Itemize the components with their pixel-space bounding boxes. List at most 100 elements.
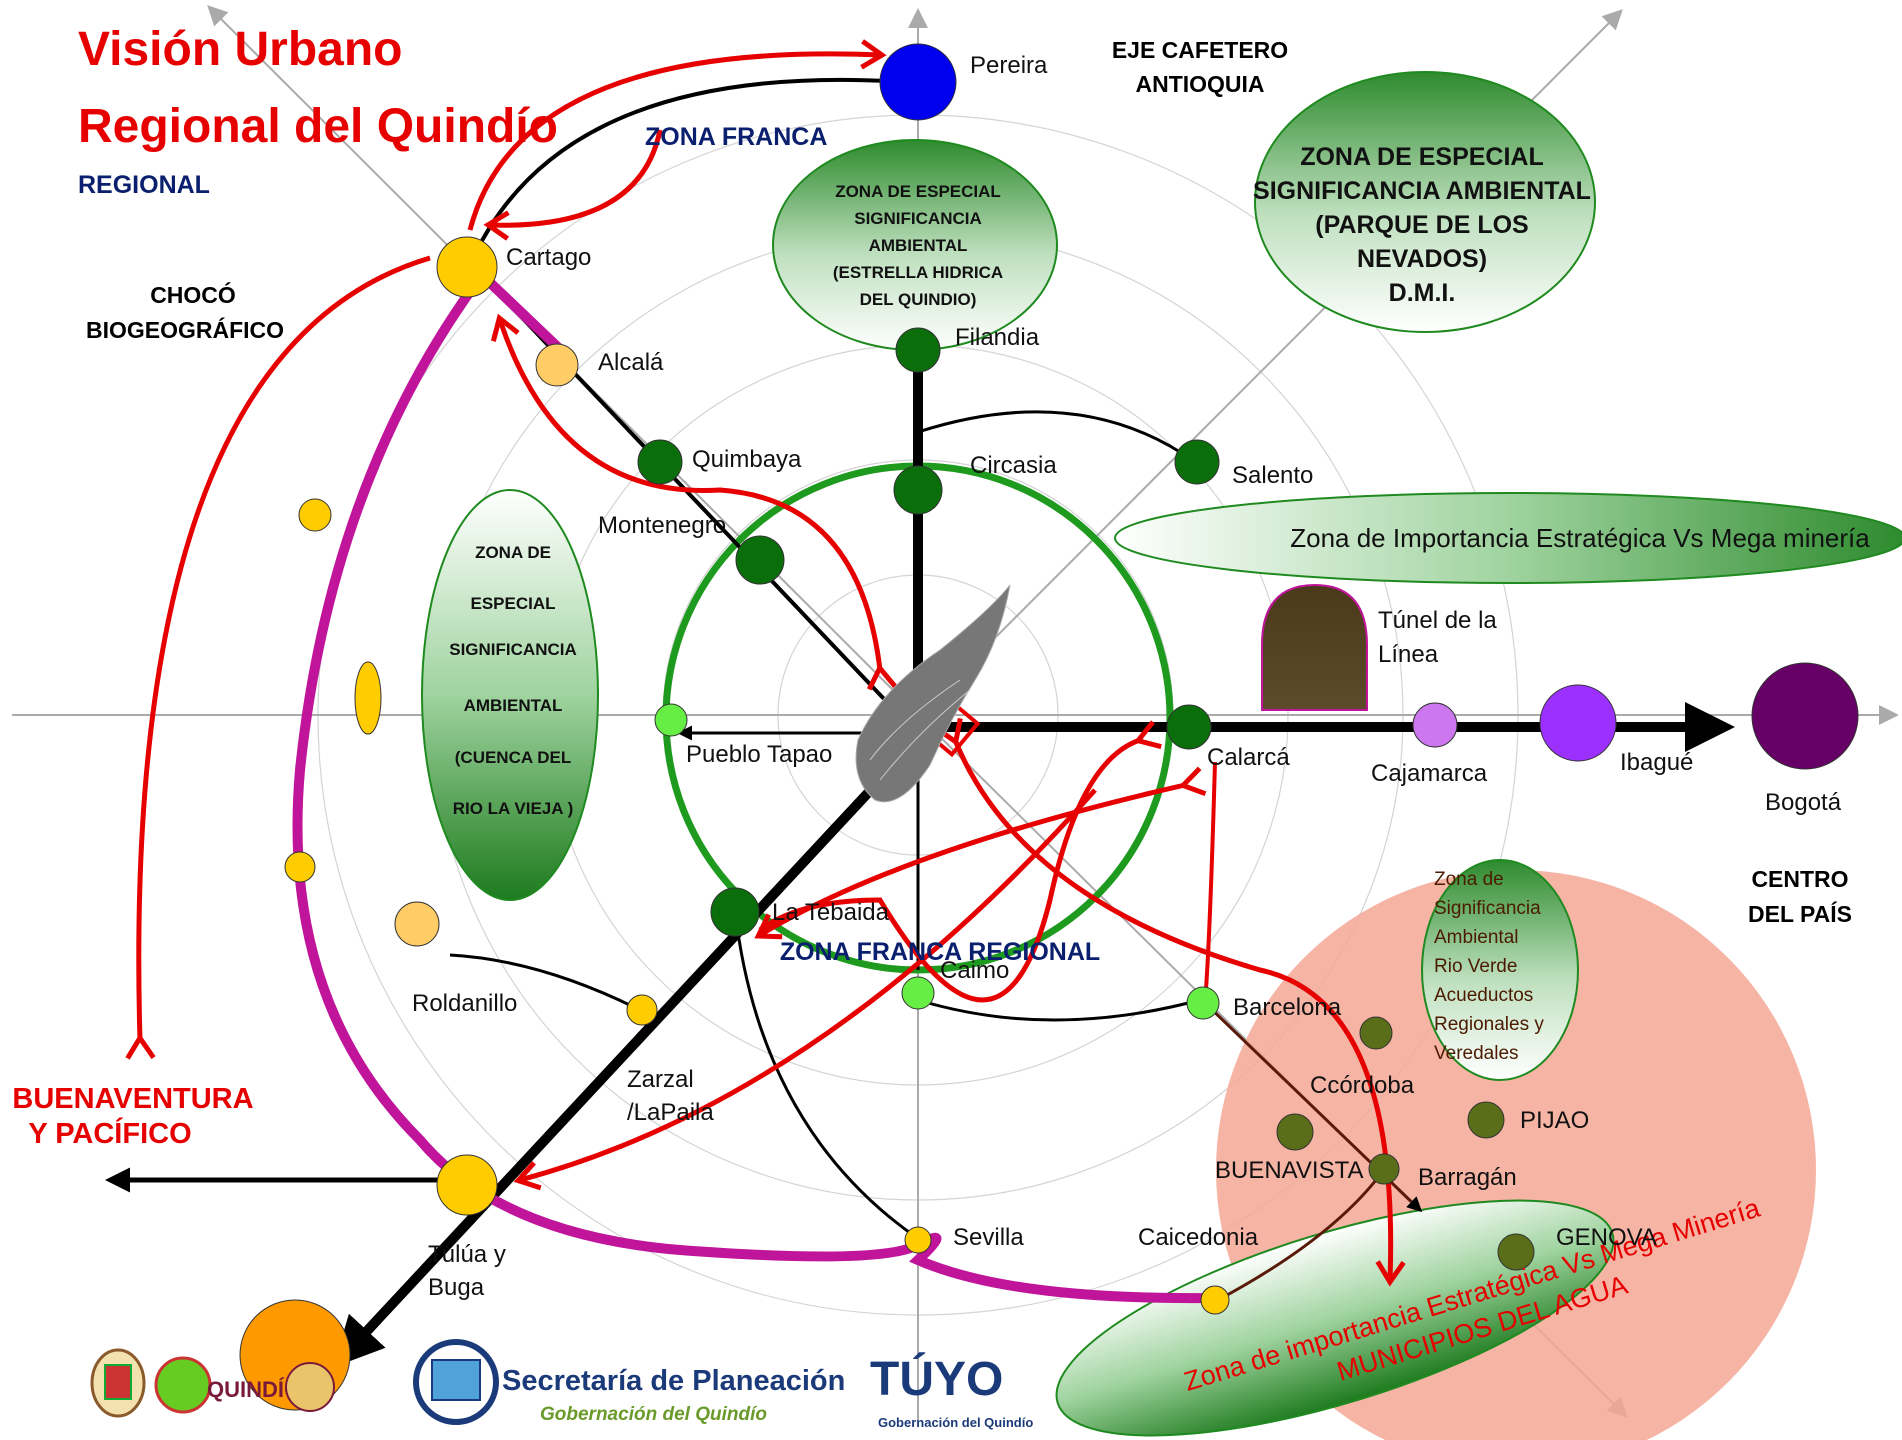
red-flow-arrows bbox=[139, 54, 1391, 1280]
title-line-2: Regional del Quindío bbox=[78, 100, 558, 153]
node-cajamarca bbox=[1412, 702, 1458, 748]
zone-nevados-line: (PARQUE DE LOS bbox=[1315, 211, 1528, 239]
zone-estrella-line: DEL QUINDIO) bbox=[860, 290, 977, 309]
node-caimo bbox=[901, 976, 935, 1010]
node-barragan bbox=[1368, 1153, 1400, 1185]
node-yellow-b bbox=[354, 661, 382, 735]
node-filandia bbox=[895, 327, 941, 373]
node-circasia bbox=[893, 465, 943, 515]
node-genova bbox=[1497, 1233, 1535, 1271]
node-tulua bbox=[436, 1154, 498, 1216]
label-bogota: Bogotá bbox=[1765, 789, 1842, 816]
node-yellow-c bbox=[284, 851, 316, 883]
label-ibague: Ibagué bbox=[1620, 749, 1693, 776]
buenaventura-label-1: BUENAVENTURA bbox=[12, 1083, 253, 1115]
choco-label-2: BIOGEOGRÁFICO bbox=[86, 316, 284, 343]
city-nodes bbox=[239, 43, 1859, 1411]
eje-label-2: ANTIOQUIA bbox=[1135, 71, 1264, 97]
logo-departamento bbox=[90, 1348, 146, 1418]
node-pereira bbox=[879, 43, 957, 121]
zona-franca-label-b: REGIONAL bbox=[78, 171, 210, 199]
city-labels: Pereira Cartago Alcalá Quimbaya Monteneg… bbox=[412, 52, 1842, 1301]
node-la-tebaida bbox=[710, 887, 760, 937]
zone-rio-verde-line: Acueductos bbox=[1434, 985, 1533, 1006]
node-pijao bbox=[1467, 1101, 1505, 1139]
zone-rio-verde-line: Significancia bbox=[1434, 898, 1541, 919]
node-zarzal bbox=[626, 994, 658, 1026]
zone-estrella-line: ZONA DE ESPECIAL bbox=[835, 182, 1001, 201]
node-quimbaya bbox=[637, 439, 683, 485]
choco-label-1: CHOCÓ bbox=[150, 281, 236, 308]
node-salento bbox=[1174, 439, 1220, 485]
zone-rio-verde-text: Zona de Significancia Ambiental Rio Verd… bbox=[1434, 869, 1544, 1064]
logo-tuyo-sub: Gobernación del Quindío bbox=[878, 1415, 1033, 1430]
node-cordoba bbox=[1359, 1016, 1393, 1050]
label-montenegro: Montenegro bbox=[598, 512, 726, 539]
zone-rio-verde-line: Rio Verde bbox=[1434, 956, 1517, 977]
label-pereira: Pereira bbox=[970, 52, 1048, 79]
zone-nevados-line: ZONA DE ESPECIAL bbox=[1300, 143, 1544, 171]
label-salento: Salento bbox=[1232, 462, 1313, 489]
label-quimbaya: Quimbaya bbox=[692, 446, 802, 473]
node-bogota bbox=[1751, 662, 1859, 770]
zone-rio-vieja-line: RIO LA VIEJA ) bbox=[453, 799, 574, 818]
label-buenavista: BUENAVISTA bbox=[1215, 1157, 1363, 1184]
node-buenavista bbox=[1276, 1113, 1314, 1151]
zone-rio-verde-line: Zona de bbox=[1434, 869, 1504, 890]
zone-nevados-line: SIGNIFICANCIA AMBIENTAL bbox=[1253, 177, 1591, 205]
node-barcelona bbox=[1186, 986, 1220, 1020]
label-zarzal-2: /LaPaila bbox=[627, 1099, 714, 1126]
zona-franca-label-a: ZONA FRANCA bbox=[645, 123, 827, 151]
label-cajamarca: Cajamarca bbox=[1371, 760, 1488, 787]
label-la-tebaida: La Tebaida bbox=[772, 899, 890, 926]
node-calarca bbox=[1166, 704, 1212, 750]
zone-rio-verde-ellipse bbox=[1421, 859, 1579, 1081]
logo-planeacion-title: Secretaría de Planeación bbox=[502, 1365, 845, 1397]
label-sevilla: Sevilla bbox=[953, 1224, 1024, 1251]
node-alcala bbox=[535, 343, 579, 387]
label-calarca: Calarcá bbox=[1207, 744, 1290, 771]
zone-rio-verde-line: Ambiental bbox=[1434, 927, 1519, 948]
zone-mega-mineria-ellipse bbox=[1114, 492, 1902, 584]
node-caicedonia bbox=[1200, 1285, 1230, 1315]
quindio-map-icon bbox=[855, 584, 1011, 803]
label-tunel-2: Línea bbox=[1378, 641, 1439, 668]
zone-estrella-line: SIGNIFICANCIA bbox=[854, 209, 982, 228]
label-caicedonia: Caicedonia bbox=[1138, 1224, 1259, 1251]
label-barcelona: Barcelona bbox=[1233, 994, 1342, 1021]
title-line-1: Visión Urbano bbox=[78, 23, 403, 76]
label-filandia: Filandia bbox=[955, 324, 1040, 351]
label-tulua-1: Tulúa y bbox=[428, 1241, 506, 1268]
label-genova: GENOVA bbox=[1556, 1224, 1657, 1251]
magenta-route bbox=[292, 267, 1211, 1304]
zone-rio-vieja-line: ESPECIAL bbox=[470, 594, 555, 613]
label-tunel-1: Túnel de la bbox=[1378, 607, 1497, 634]
centro-label-1: CENTRO bbox=[1751, 866, 1848, 892]
logo-planeacion-sub: Gobernación del Quindío bbox=[540, 1404, 767, 1425]
label-tulua-2: Buga bbox=[428, 1274, 485, 1301]
centro-label-2: DEL PAÍS bbox=[1748, 900, 1852, 927]
zone-estrella-text: ZONA DE ESPECIAL SIGNIFICANCIA AMBIENTAL… bbox=[833, 182, 1003, 309]
node-ibague bbox=[1539, 684, 1617, 762]
zone-rio-vieja-line: ZONA DE bbox=[475, 543, 551, 562]
zone-rio-vieja-line: SIGNIFICANCIA bbox=[449, 640, 577, 659]
label-alcala: Alcalá bbox=[598, 349, 664, 376]
zona-franca-center-label: ZONA FRANCA REGIONAL bbox=[780, 938, 1100, 966]
zone-rio-verde-line: Regionales y bbox=[1434, 1014, 1544, 1035]
node-yellow-a bbox=[298, 498, 332, 532]
label-pijao: PIJAO bbox=[1520, 1107, 1589, 1134]
label-cartago: Cartago bbox=[506, 244, 591, 271]
label-barragan: Barragán bbox=[1418, 1164, 1517, 1191]
node-montenegro bbox=[735, 535, 785, 585]
zone-mega-mineria-label: Zona de Importancia Estratégica Vs Mega … bbox=[1290, 523, 1870, 553]
zone-rio-verde-line: Veredales bbox=[1434, 1043, 1519, 1064]
zone-estrella-line: (ESTRELLA HIDRICA bbox=[833, 263, 1003, 282]
node-sevilla bbox=[904, 1226, 932, 1254]
zone-nevados-line: D.M.I. bbox=[1389, 279, 1456, 307]
zone-rio-vieja-line: AMBIENTAL bbox=[464, 696, 563, 715]
zone-rio-vieja-line: (CUENCA DEL bbox=[455, 748, 571, 767]
logo-planeacion: Secretaría de Planeación Gobernación del… bbox=[413, 1339, 845, 1425]
logo-tuyo: TÚYO Gobernación del Quindío bbox=[870, 1351, 1033, 1430]
tunnel-icon bbox=[1261, 583, 1368, 711]
